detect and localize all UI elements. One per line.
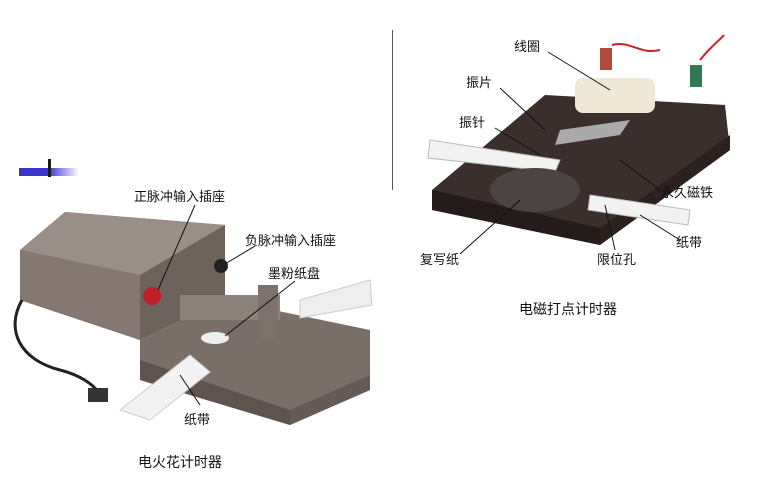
leader-lines bbox=[157, 51, 681, 406]
label-ink-disc: 墨粉纸盘 bbox=[268, 267, 321, 282]
label-permanent-magnet: 永久磁铁 bbox=[661, 186, 714, 201]
caption-electromagnetic-timer: 电磁打点计时器 bbox=[519, 302, 617, 318]
label-vibrating-needle: 振针 bbox=[459, 116, 486, 131]
divider-line bbox=[392, 30, 393, 190]
label-coil: 线圈 bbox=[514, 40, 541, 55]
spark-timer-illustration bbox=[13, 212, 373, 425]
caption-spark-timer: 电火花计时器 bbox=[138, 455, 222, 471]
label-limit-hole: 限位孔 bbox=[597, 253, 637, 268]
label-vibrating-reed: 振片 bbox=[466, 76, 493, 91]
label-positive-socket: 正脉冲输入插座 bbox=[134, 190, 226, 205]
label-carbon-paper: 复写纸 bbox=[420, 253, 460, 268]
title-accent-tick bbox=[48, 159, 51, 177]
label-negative-socket: 负脉冲输入插座 bbox=[245, 234, 337, 249]
electromagnetic-timer-illustration bbox=[427, 34, 730, 245]
label-paper-tape-right: 纸带 bbox=[676, 236, 703, 251]
label-paper-tape-left: 纸带 bbox=[184, 413, 211, 428]
